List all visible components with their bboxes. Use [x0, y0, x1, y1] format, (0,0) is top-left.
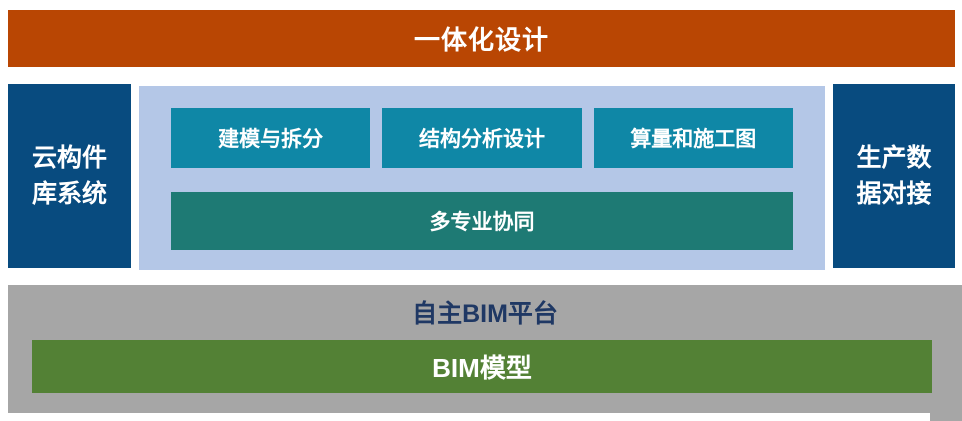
label-line-2: 据对接: [856, 180, 932, 208]
bim-model-label: BIM模型: [432, 353, 532, 383]
bim-platform-title: 自主BIM平台: [412, 300, 558, 328]
cloud-component-library-panel: 云构件 库系统: [8, 84, 131, 268]
label-line-2: 库系统: [31, 180, 107, 208]
module-modeling-splitting: 建模与拆分: [171, 108, 371, 168]
design-modules-container: 建模与拆分 结构分析设计 算量和施工图 多专业协同: [139, 86, 825, 270]
production-data-label: 生产数 据对接: [856, 140, 931, 213]
label-line-1: 生产数: [856, 143, 932, 172]
module-quantity-construction-drawings-label: 算量和施工图: [630, 128, 757, 151]
module-structural-analysis: 结构分析设计: [382, 108, 582, 168]
module-multidisciplinary-collaboration-label: 多专业协同: [429, 211, 535, 234]
gray-corner-artifact: [930, 413, 962, 421]
integrated-design-banner: 一体化设计: [8, 10, 955, 67]
integrated-design-label: 一体化设计: [413, 25, 549, 55]
module-modeling-splitting-label: 建模与拆分: [218, 128, 324, 151]
label-line-1: 云构件: [31, 143, 107, 172]
module-structural-analysis-label: 结构分析设计: [418, 128, 545, 151]
bim-platform-panel: 自主BIM平台 BIM模型: [8, 285, 962, 413]
module-multidisciplinary-collaboration: 多专业协同: [171, 192, 793, 250]
cloud-component-library-label: 云构件 库系统: [32, 140, 107, 213]
module-row: 建模与拆分 结构分析设计 算量和施工图: [171, 108, 793, 168]
bim-model-bar: BIM模型: [32, 340, 932, 393]
production-data-panel: 生产数 据对接: [833, 84, 955, 268]
module-quantity-construction-drawings: 算量和施工图: [593, 108, 793, 168]
